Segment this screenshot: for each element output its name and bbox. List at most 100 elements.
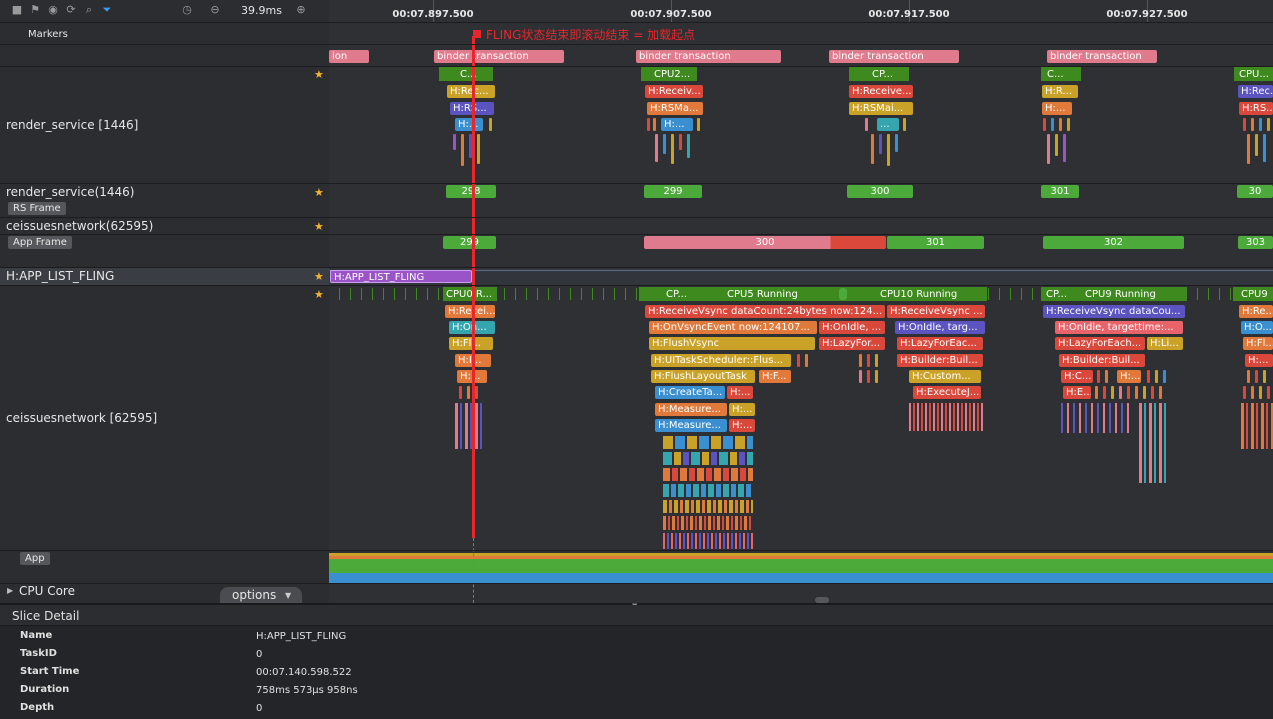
binder-slice[interactable]: binder transaction (434, 50, 564, 63)
search-icon[interactable]: ⌕ (85, 3, 93, 16)
rs-slice[interactable]: H:Rec... (1238, 85, 1273, 98)
app-slice[interactable]: H:ReceiveVsync dataCou... (1043, 305, 1185, 318)
rs-slice[interactable]: H:RS... (1239, 102, 1273, 115)
app-frame[interactable]: 300 (644, 236, 886, 249)
app-frame[interactable]: 302 (1043, 236, 1184, 249)
rs-cpu-slice[interactable]: C... (1044, 68, 1066, 81)
zoom-out-icon[interactable]: ⊖ (210, 3, 220, 16)
fling-track[interactable] (329, 268, 1273, 285)
app-slice[interactable]: H:... (729, 419, 755, 432)
app-cpu-slice[interactable]: CP... (663, 288, 689, 301)
app-slice[interactable]: H:OnIdle, targ... (895, 321, 985, 334)
app-slice[interactable]: H:UITaskScheduler::Flus... (651, 354, 791, 367)
timeline-panel[interactable]: 00:07.897.500 00:07.907.500 00:07.917.50… (329, 0, 1273, 603)
app-slice[interactable]: H:OnIdle, targettime:... (1055, 321, 1183, 334)
star-icon[interactable]: ★ (314, 186, 324, 199)
star-icon[interactable]: ★ (314, 68, 324, 81)
app-slice[interactable]: H:FlushLayoutTask (651, 370, 755, 383)
flag-icon[interactable]: ⚑ (30, 3, 40, 16)
binder-slice[interactable]: binder transaction (829, 50, 959, 63)
fling-slice[interactable]: H:APP_LIST_FLING (330, 270, 472, 283)
rs-frame[interactable]: 300 (847, 185, 913, 198)
binder-slice[interactable]: ion (329, 50, 369, 63)
app-cpu-slice[interactable]: CPU10 Running (877, 288, 963, 301)
app-slice[interactable]: H:Fl... (1243, 337, 1273, 350)
app-cpu-slice[interactable]: CPU9 (1238, 288, 1273, 301)
rs-frame[interactable]: 30 (1237, 185, 1273, 198)
rs-frame[interactable]: 298 (446, 185, 496, 198)
app-process-frame-label[interactable]: ceissuesnetwork(62595) (6, 219, 154, 233)
rs-slice[interactable]: H:Rec... (447, 85, 495, 98)
timer-icon[interactable]: ◷ (182, 3, 192, 16)
app-slice[interactable]: H:OnIdle, ... (819, 321, 885, 334)
render-service-process-label[interactable]: render_service [1446] (6, 118, 139, 132)
app-slice[interactable]: H:... (1245, 354, 1273, 367)
rs-slice[interactable]: H:RSMai... (849, 102, 913, 115)
star-icon[interactable]: ★ (314, 270, 324, 283)
capture-icon[interactable]: ⟳ (66, 3, 76, 16)
app-slice[interactable]: H:Measure... (655, 403, 727, 416)
binder-slice[interactable]: binder transaction (1047, 50, 1157, 63)
app-frame[interactable]: 303 (1238, 236, 1273, 249)
expand-arrow-icon[interactable]: ▶ (7, 586, 14, 595)
app-frame[interactable]: 299 (443, 236, 496, 249)
app-slice[interactable]: H:FlushVsync (649, 337, 815, 350)
star-icon[interactable]: ★ (314, 288, 324, 301)
app-slice[interactable]: H:Recei... (445, 305, 495, 318)
app-slice[interactable]: H:... (727, 386, 753, 399)
rs-slice[interactable]: H:RSMa... (647, 102, 703, 115)
app-slice[interactable]: H:Fl... (449, 337, 493, 350)
app-slice[interactable]: H:ReceiveVsync dataCount:24bytes now:124… (645, 305, 885, 318)
rs-cpu-slice[interactable]: CPU2... (651, 68, 693, 81)
app-process-label[interactable]: ceissuesnetwork [62595] (6, 411, 158, 425)
star-icon[interactable]: ★ (314, 220, 324, 233)
rs-frame[interactable]: 301 (1041, 185, 1079, 198)
app-slice[interactable]: H:LazyForEach... (1055, 337, 1145, 350)
record-icon[interactable]: ◉ (48, 3, 58, 16)
app-slice[interactable]: H:Builder:Buil... (897, 354, 983, 367)
rs-slice[interactable]: ... (877, 118, 899, 131)
filter-icon[interactable]: ⏷ (102, 3, 112, 16)
horizontal-scroll-handle[interactable] (815, 597, 829, 603)
app-slice[interactable]: H:Measure... (655, 419, 727, 432)
app-cpu-slice[interactable]: CPU9 Running (1082, 288, 1168, 301)
fling-row-highlight[interactable] (0, 268, 329, 285)
app-slice[interactable]: H:ExecuteJ... (913, 386, 981, 399)
app-slice[interactable]: H:Builder:Buil... (1059, 354, 1145, 367)
options-dropdown[interactable]: options ▼ (220, 587, 302, 603)
rs-cpu-slice[interactable]: CPU... (1236, 68, 1273, 81)
fling-row-label[interactable]: H:APP_LIST_FLING (6, 269, 115, 283)
rs-slice[interactable]: H:Receiv... (645, 85, 703, 98)
app-slice[interactable]: H:LazyForEac... (897, 337, 983, 350)
app-slice[interactable]: H:OnVsyncEvent now:124107... (649, 321, 817, 334)
app-slice[interactable]: H:E... (1063, 386, 1091, 399)
rs-slice[interactable]: H:Receive... (849, 85, 913, 98)
app-frame[interactable]: 301 (887, 236, 984, 249)
app-slice[interactable]: H:Li... (1147, 337, 1183, 350)
rs-slice[interactable]: H:... (661, 118, 693, 131)
cpu-core-label[interactable]: CPU Core (19, 584, 75, 598)
rs-slice[interactable]: H:R... (1042, 85, 1078, 98)
zoom-in-icon[interactable]: ⊕ (296, 3, 306, 16)
app-slice[interactable]: H:ReceiveVsync ... (887, 305, 985, 318)
rs-slice[interactable]: H:... (455, 118, 483, 131)
app-slice[interactable]: H:... (729, 403, 755, 416)
square-icon[interactable]: ■ (11, 3, 23, 16)
app-slice[interactable]: H:CreateTa... (655, 386, 725, 399)
app-slice[interactable]: H:... (1117, 370, 1141, 383)
app-slice[interactable]: H:O... (1241, 321, 1273, 334)
rs-cpu-slice[interactable]: CP... (869, 68, 899, 81)
rs-slice[interactable]: H:... (1042, 102, 1072, 115)
app-slice[interactable]: H:Custom... (909, 370, 981, 383)
time-ruler[interactable]: 00:07.897.500 00:07.907.500 00:07.917.50… (329, 0, 1273, 23)
app-cpu-slice[interactable]: CPU0 R... (443, 288, 495, 301)
app-slice[interactable]: H:F... (759, 370, 791, 383)
app-slice[interactable]: H:LazyFor... (819, 337, 885, 350)
app-slice[interactable]: H:Re... (1239, 305, 1273, 318)
app-cpu-slice[interactable]: CPU5 Running (724, 288, 804, 301)
binder-slice[interactable]: binder transaction (636, 50, 781, 63)
render-service-frame-label[interactable]: render_service(1446) (6, 185, 135, 199)
rs-frame[interactable]: 299 (644, 185, 702, 198)
app-cpu-slice[interactable]: CP... (1043, 288, 1071, 301)
app-slice[interactable]: H:C... (1061, 370, 1093, 383)
